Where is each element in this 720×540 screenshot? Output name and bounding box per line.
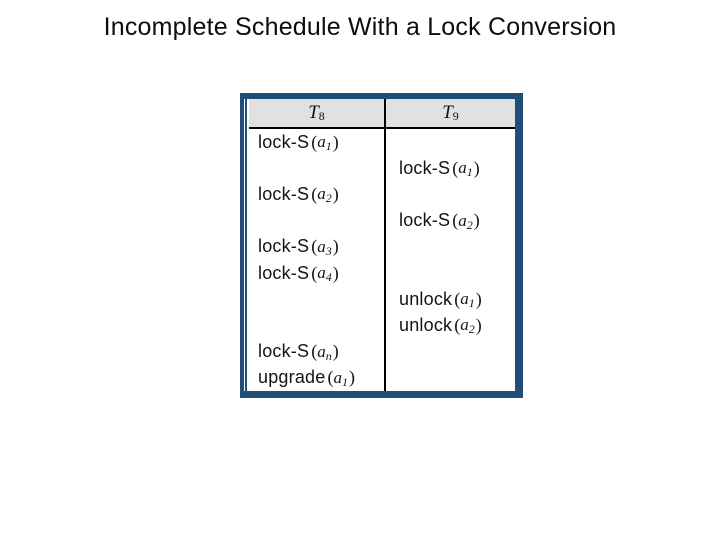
argument-variable: a [333,367,342,387]
schedule-cell-t8 [249,207,386,234]
operation-name: lock-S [258,341,310,362]
close-paren: ) [473,157,480,178]
operation-name: lock-S [258,262,310,283]
close-paren: ) [332,131,339,152]
argument-variable: a [317,341,326,361]
open-paren: ( [311,131,318,152]
argument-variable: a [317,263,326,283]
schedule-cell-t8 [249,312,386,339]
schedule-cell-t9 [386,339,515,365]
schedule-cell-t9 [386,260,515,286]
open-paren: ( [311,341,318,362]
transaction-name: T [442,102,453,123]
open-paren: ( [452,210,459,231]
argument-variable: a [460,315,469,335]
operation-name: lock-S [399,157,451,178]
operation-name: lock-S [258,183,310,204]
open-paren: ( [311,236,318,257]
close-paren: ) [475,288,482,309]
operation-name: lock-S [258,236,310,257]
close-paren: ) [348,367,355,388]
close-paren: ) [332,341,339,362]
open-paren: ( [454,314,461,335]
transaction-name: T [308,102,319,123]
schedule-cell-t8 [249,286,386,313]
open-paren: ( [327,367,334,388]
open-paren: ( [452,157,459,178]
schedule-cell-t9 [386,181,515,207]
argument-variable: a [458,210,467,230]
argument-variable: a [460,289,469,309]
argument-variable: a [317,184,326,204]
schedule-cell-t9 [386,365,515,391]
schedule-cell-t9 [386,234,515,260]
argument-variable: a [317,236,326,256]
open-paren: ( [311,262,318,283]
close-paren: ) [332,183,339,204]
operation-name: unlock [399,314,453,335]
open-paren: ( [454,288,461,309]
operation-name: lock-S [258,131,310,152]
close-paren: ) [332,236,339,257]
argument-variable: a [317,132,326,152]
close-paren: ) [332,262,339,283]
slide-title: Incomplete Schedule With a Lock Conversi… [103,13,617,41]
open-paren: ( [311,183,318,204]
argument-variable: a [458,158,467,178]
operation-name: lock-S [399,210,451,231]
operation-name: unlock [399,288,453,309]
schedule-cell-t8 [249,155,386,182]
close-paren: ) [473,210,480,231]
close-paren: ) [475,314,482,335]
operation-name: upgrade [258,367,326,388]
schedule-cell-t9 [386,129,515,155]
